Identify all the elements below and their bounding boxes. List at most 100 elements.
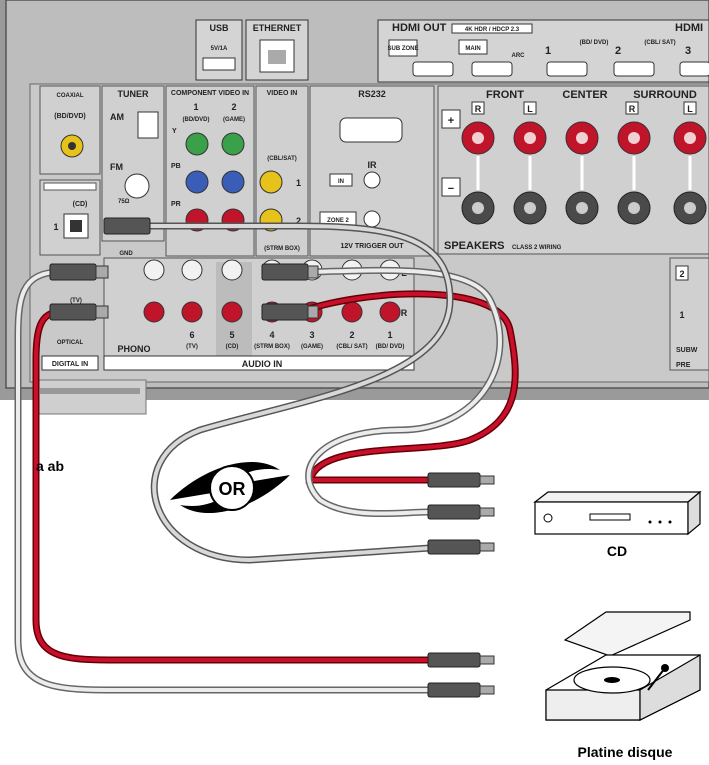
pre-label: PRE	[676, 362, 691, 369]
audio-6-name: (TV)	[186, 344, 198, 350]
plus-label: +	[448, 115, 454, 127]
video-cbl-sat-label: (CBL/SAT)	[267, 156, 297, 162]
am-label: AM	[110, 112, 124, 122]
turntable: Platine disque	[545, 611, 701, 760]
tuner-section: TUNER AM FM 75Ω GND	[101, 85, 165, 257]
rs232-port	[339, 117, 403, 143]
component-1-pb-jack	[185, 170, 209, 194]
phono-r-jack	[143, 301, 165, 323]
minus-label: −	[448, 183, 454, 195]
audio-2-name: (CBL/ SAT)	[336, 344, 367, 350]
hdmi-in-1-name: (BD/ DVD)	[580, 40, 609, 46]
video-in-2-label: 2	[296, 216, 301, 226]
ir-jack	[363, 171, 381, 189]
video-in-label: VIDEO IN	[267, 90, 298, 97]
audio-r-label: R	[401, 308, 408, 318]
a-ab-label: a ab	[36, 458, 64, 474]
coaxial-section: COAXIAL (BD/DVD)	[39, 85, 101, 175]
hdmi-out-main-port	[471, 61, 513, 77]
optical-section: (CD) 1 OPTICAL DIGITAL IN	[39, 179, 101, 371]
usb-port	[202, 57, 236, 71]
cd-label: CD	[607, 543, 627, 559]
optical-label: OPTICAL	[57, 340, 84, 346]
component-1-label: 1	[193, 102, 198, 112]
arc-label: ARC	[512, 53, 526, 59]
audio-3-name: (GAME)	[301, 344, 323, 350]
hdmi-in-2-port	[613, 61, 655, 77]
component-1-y-jack	[185, 132, 209, 156]
hdmi-out-sub: 4K HDR / HDCP 2.3	[465, 27, 520, 33]
hdmi-out-sub-port	[412, 61, 454, 77]
hdmi-in-3-port	[679, 61, 709, 77]
audio-5-r-jack	[221, 301, 243, 323]
audio-2-label: 2	[349, 330, 354, 340]
hdmi-in-2-name: (CBL/ SAT)	[644, 40, 675, 46]
subwoofer-label: SUBW	[676, 347, 698, 354]
hdmi-in-2-label: 2	[615, 45, 621, 57]
sub-zone-label: SUB ZONE	[387, 46, 418, 52]
audio-4-name: (STRM BOX)	[254, 344, 290, 350]
fm-jack	[124, 173, 150, 199]
audio-in-label: AUDIO IN	[242, 359, 283, 369]
ir-in-label: IN	[338, 179, 344, 185]
ethernet-label: ETHERNET	[253, 23, 302, 33]
hdmi-section: HDMI OUT 4K HDR / HDCP 2.3 HDMI SUB ZONE…	[377, 19, 709, 83]
optical-1-label: 1	[53, 222, 58, 232]
hdmi-out-label: HDMI OUT	[392, 22, 447, 34]
rs232-label: RS232	[358, 89, 386, 99]
tuner-label: TUNER	[118, 89, 149, 99]
y-label: Y	[172, 128, 177, 135]
subwoofer-section: 2 1 SUBW PRE	[669, 257, 709, 371]
component-2-y-jack	[221, 132, 245, 156]
speakers-section: FRONT CENTER SURROUND R L R L + −	[437, 85, 709, 255]
cd-player: CD	[533, 490, 702, 559]
main-label: MAIN	[465, 46, 480, 52]
sub-1-label: 1	[679, 310, 684, 320]
video-in-section: VIDEO IN (CBL/SAT) 1 2 (STRM BOX)	[255, 85, 309, 257]
or-label: OR	[219, 479, 246, 499]
phono-l-jack	[143, 259, 165, 281]
digital-in-label: DIGITAL IN	[52, 361, 88, 368]
speakers-label: SPEAKERS	[444, 240, 505, 252]
hdmi-in-label: HDMI	[675, 22, 703, 34]
hdmi-in-1-port	[546, 61, 588, 77]
component-video-section: COMPONENT VIDEO IN 1 2 (BD/DVD) (GAME) Y…	[165, 85, 255, 257]
audio-1-r-jack	[379, 301, 401, 323]
component-1-name: (BD/DVD)	[183, 117, 210, 123]
sub-2-label: 2	[679, 269, 684, 279]
component-2-name: (GAME)	[223, 117, 245, 123]
video-in-1-jack	[259, 170, 283, 194]
coaxial-bddvd-label: (BD/DVD)	[54, 113, 86, 120]
trigger-label: 12V TRIGGER OUT	[340, 243, 404, 250]
tv-label: (TV)	[70, 298, 82, 304]
ethernet-section: ETHERNET	[245, 19, 309, 81]
fm-label: FM	[110, 162, 123, 172]
pr-label: PR	[171, 201, 181, 208]
receiver-plugs	[49, 217, 319, 321]
phono-label: PHONO	[117, 344, 150, 354]
cables	[14, 222, 519, 694]
coaxial-label: COAXIAL	[57, 93, 84, 99]
device-plugs	[427, 472, 495, 698]
audio-5-l-jack	[221, 259, 243, 281]
audio-6-r-jack	[181, 301, 203, 323]
hdmi-in-1-label: 1	[545, 45, 551, 57]
audio-2-r-jack	[341, 301, 363, 323]
video-in-1-label: 1	[296, 178, 301, 188]
ir-label: IR	[368, 160, 378, 170]
audio-in-section: AUDIO IN PHONO L R 6 5 4 3 2 1 (TV) (CD)…	[70, 257, 415, 371]
component-2-pb-jack	[221, 170, 245, 194]
audio-5-name: (CD)	[226, 344, 239, 350]
front-label: FRONT	[486, 89, 524, 101]
strm-box-video-label: (STRM BOX)	[264, 246, 300, 252]
component-label: COMPONENT VIDEO IN	[171, 90, 249, 97]
front-l-label: L	[527, 104, 533, 114]
speakers-sub-label: CLASS 2 WIRING	[512, 245, 562, 251]
gnd-label: GND	[119, 251, 133, 257]
audio-3-label: 3	[309, 330, 314, 340]
surround-r-label: R	[629, 104, 636, 114]
trigger-jack	[363, 210, 381, 228]
usb-label: USB	[209, 23, 229, 33]
hdmi-in-3-label: 3	[685, 45, 691, 57]
